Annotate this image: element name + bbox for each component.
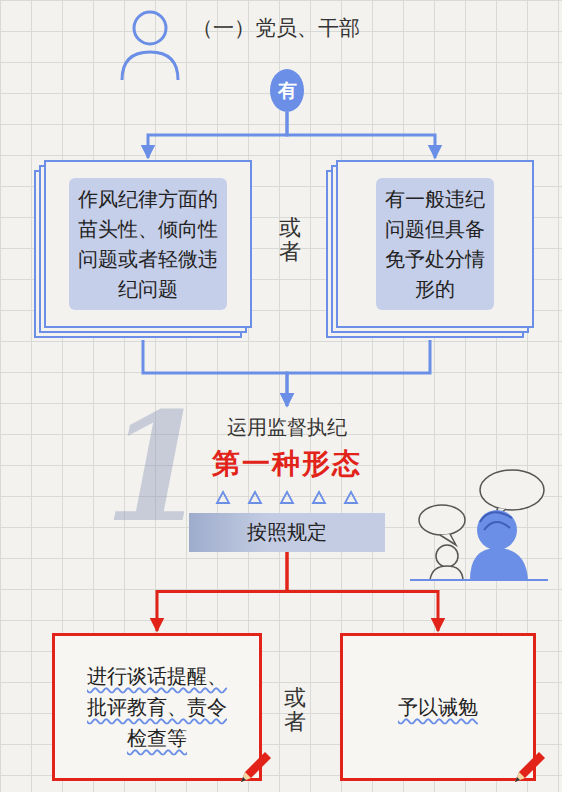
triangle-mark	[249, 492, 261, 503]
or-label: 或者	[284, 686, 306, 734]
pencil-icon	[507, 748, 547, 788]
person-icon	[122, 12, 178, 80]
node-text: 予以诫勉	[398, 692, 478, 723]
measure-box: 予以诫勉	[340, 633, 536, 781]
connector-arrow	[287, 552, 438, 631]
condition-box: 作风纪律方面的苗头性、倾向性问题或者轻微违纪问题	[44, 160, 252, 328]
triangle-mark	[313, 492, 325, 503]
pencil-icon	[233, 748, 273, 788]
form-title: 第一种形态	[212, 445, 362, 483]
connector-arrow	[287, 340, 430, 406]
triangle-mark	[217, 492, 229, 503]
start-circle: 有	[270, 69, 304, 112]
title: （一）党员、干部	[192, 14, 360, 42]
node-text: 有一般违纪问题但具备免予处分情形的	[376, 178, 494, 310]
triangle-mark	[345, 492, 357, 503]
condition-box: 有一般违纪问题但具备免予处分情形的	[336, 160, 534, 328]
form-heading: 运用监督执纪	[227, 414, 347, 441]
or-label: 或者	[279, 216, 301, 264]
node-text: 进行谈话提醒、批评教育、责令检查等	[86, 661, 228, 754]
form-band: 运用监督执纪第一种形态按照规定	[172, 408, 402, 552]
triangle-row	[207, 483, 367, 513]
triangle-marks	[207, 483, 367, 513]
measure-box: 进行谈话提醒、批评教育、责令检查等	[52, 633, 262, 781]
connector-arrow	[157, 552, 287, 631]
connector-arrow	[148, 112, 287, 158]
band-label: 按照规定	[189, 513, 385, 552]
connector-arrow	[287, 112, 435, 158]
node-text: 作风纪律方面的苗头性、倾向性问题或者轻微违纪问题	[69, 178, 227, 310]
talk-illustration	[410, 470, 548, 580]
triangle-mark	[281, 492, 293, 503]
node-text: 有	[278, 81, 297, 100]
